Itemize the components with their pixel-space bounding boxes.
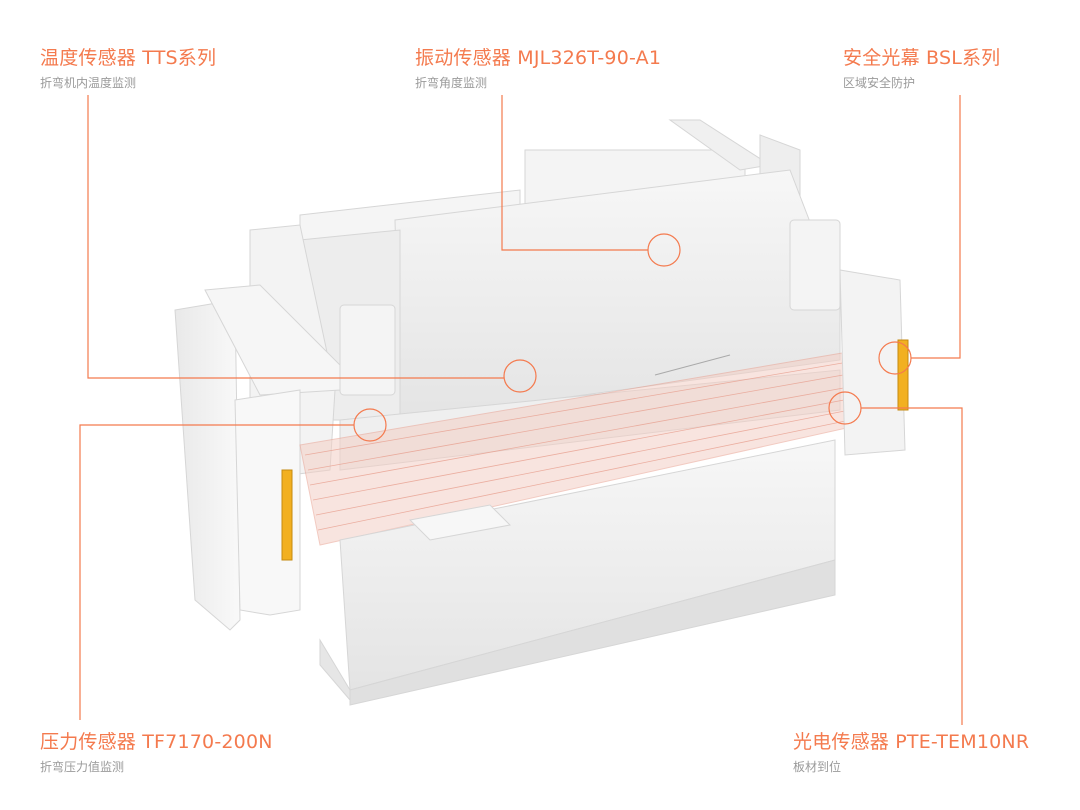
marker-light-curtain bbox=[878, 341, 912, 375]
callout-title: 光电传感器 PTE-TEM10NR bbox=[793, 731, 1030, 753]
callout-subtitle: 板材到位 bbox=[793, 760, 842, 774]
marker-temperature bbox=[503, 359, 537, 393]
marker-pressure bbox=[353, 408, 387, 442]
callout-line-light-curtain bbox=[911, 95, 961, 359]
callout-safety-light-curtain: 安全光幕 BSL系列 区域安全防护 bbox=[843, 43, 1000, 91]
callout-temperature-sensor: 温度传感器 TTS系列 折弯机内温度监测 bbox=[40, 43, 216, 91]
callout-subtitle: 折弯角度监测 bbox=[415, 76, 488, 90]
callout-subtitle: 折弯机内温度监测 bbox=[40, 76, 137, 90]
marker-photoelectric bbox=[828, 391, 862, 425]
callout-photoelectric-sensor: 光电传感器 PTE-TEM10NR 板材到位 bbox=[793, 727, 1029, 775]
callout-title: 安全光幕 BSL系列 bbox=[843, 47, 1001, 69]
callout-subtitle: 折弯压力值监测 bbox=[40, 760, 125, 774]
callout-lines bbox=[79, 95, 963, 725]
machine-body bbox=[174, 119, 909, 706]
callout-vibration-sensor: 振动传感器 MJL326T-90-A1 折弯角度监测 bbox=[415, 43, 661, 91]
callout-title: 温度传感器 TTS系列 bbox=[40, 47, 217, 69]
callout-line-pressure bbox=[79, 424, 354, 720]
callout-line-photoelectric bbox=[861, 407, 963, 725]
marker-vibration bbox=[647, 233, 681, 267]
callout-line-vibration bbox=[501, 95, 648, 251]
callout-title: 压力传感器 TF7170-200N bbox=[40, 731, 273, 753]
callout-title: 振动传感器 MJL326T-90-A1 bbox=[415, 47, 662, 69]
callout-pressure-sensor: 压力传感器 TF7170-200N 折弯压力值监测 bbox=[40, 727, 273, 775]
callout-subtitle: 区域安全防护 bbox=[843, 76, 916, 90]
callout-line-temperature bbox=[87, 95, 504, 379]
